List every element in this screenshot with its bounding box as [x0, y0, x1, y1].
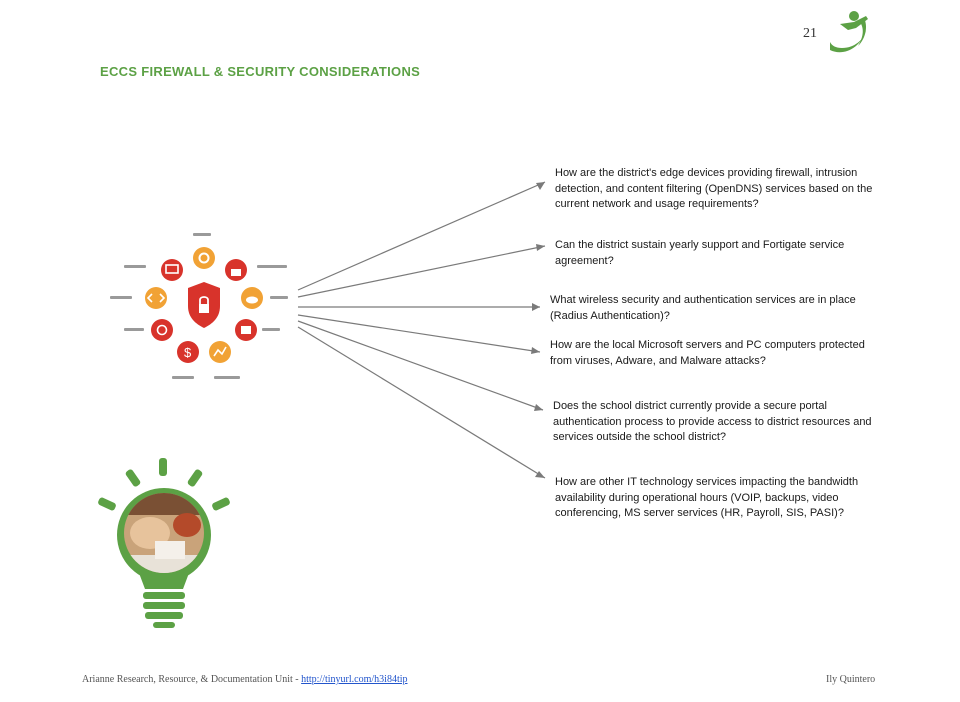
question-item: Can the district sustain yearly support …: [555, 239, 845, 267]
question-item: How are the local Microsoft servers and …: [550, 339, 865, 367]
code-icon: [145, 287, 167, 309]
chart-icon: [209, 341, 231, 363]
cloud-icon: [241, 287, 263, 309]
connector-line-6: [297, 326, 546, 479]
shield-lock-icon: [188, 282, 220, 328]
monitor-icon: [161, 259, 183, 281]
connector-line-2: [297, 245, 546, 298]
page-number: 21: [803, 26, 817, 41]
figure-logo-icon: [830, 11, 868, 53]
slide-title: ECCS FIREWALL & SECURITY CONSIDERATIONS: [100, 64, 421, 79]
lightbulb-icon: [98, 458, 230, 628]
connector-line-1: [297, 181, 546, 291]
footer-credit: Arianne Research, Resource, & Documentat…: [82, 674, 408, 685]
question-item: How are the district's edge devices prov…: [555, 167, 873, 210]
security-icon-cluster: $: [110, 233, 288, 379]
question-item: Does the school district currently provi…: [553, 400, 872, 443]
gear-icon: [193, 247, 215, 269]
question-item: What wireless security and authenticatio…: [550, 294, 856, 322]
footer-link[interactable]: http://tinyurl.com/h3i84tip: [301, 674, 408, 685]
database-icon: [235, 319, 257, 341]
footer-text: Arianne Research, Resource, & Documentat…: [82, 674, 302, 685]
svg-text:$: $: [184, 345, 192, 360]
lock-icon: [225, 259, 247, 281]
footer-author: Ily Quintero: [826, 674, 876, 685]
target-icon: [151, 319, 173, 341]
question-item: How are other IT technology services imp…: [555, 476, 859, 519]
connector-line-4: [297, 314, 541, 353]
dollar-icon: $: [177, 341, 199, 363]
connector-line-5: [297, 320, 544, 411]
